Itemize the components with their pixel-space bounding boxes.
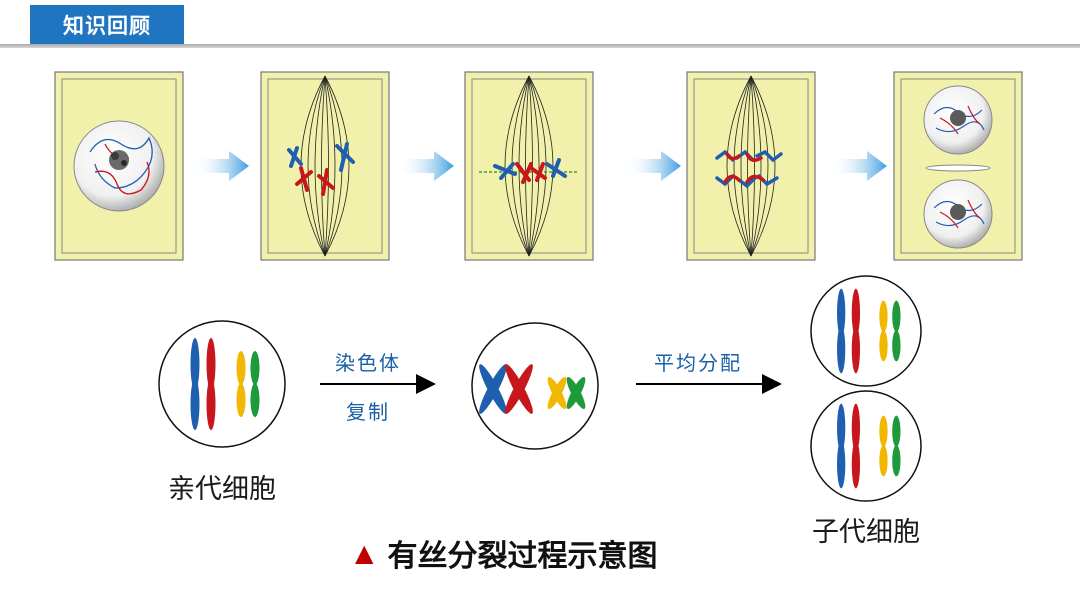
replication-label-line2: 复制 <box>346 400 390 424</box>
section-title: 知识回顾 <box>63 13 151 38</box>
stage-interphase-cell <box>54 71 184 261</box>
section-title-tab: 知识回顾 <box>30 5 184 44</box>
daughter-cell-label: 子代细胞 <box>812 517 920 548</box>
figure-caption: ▲ 有丝分裂过程示意图 <box>355 530 657 576</box>
distribution-label: 平均分配 <box>654 351 742 375</box>
parent-cell <box>158 320 286 448</box>
stage-arrow-3 <box>625 151 681 181</box>
stage-telophase-cell <box>893 71 1023 261</box>
stage-metaphase-cell <box>464 71 594 261</box>
stage-anaphase-cell <box>686 71 816 261</box>
daughter-cell-bottom <box>810 390 922 502</box>
caption-text: 有丝分裂过程示意图 <box>387 539 658 574</box>
stage-arrow-2 <box>398 151 454 181</box>
parent-cell-label: 亲代细胞 <box>168 474 276 505</box>
replicated-cell <box>471 322 599 450</box>
replication-label-line1: 染色体 <box>335 351 401 375</box>
header-divider <box>0 44 1080 48</box>
daughter-cell-top <box>810 275 922 387</box>
caption-marker: ▲ <box>355 539 374 567</box>
stage-arrow-1 <box>193 151 249 181</box>
stage-prophase-cell <box>260 71 390 261</box>
stage-arrow-4 <box>831 151 887 181</box>
